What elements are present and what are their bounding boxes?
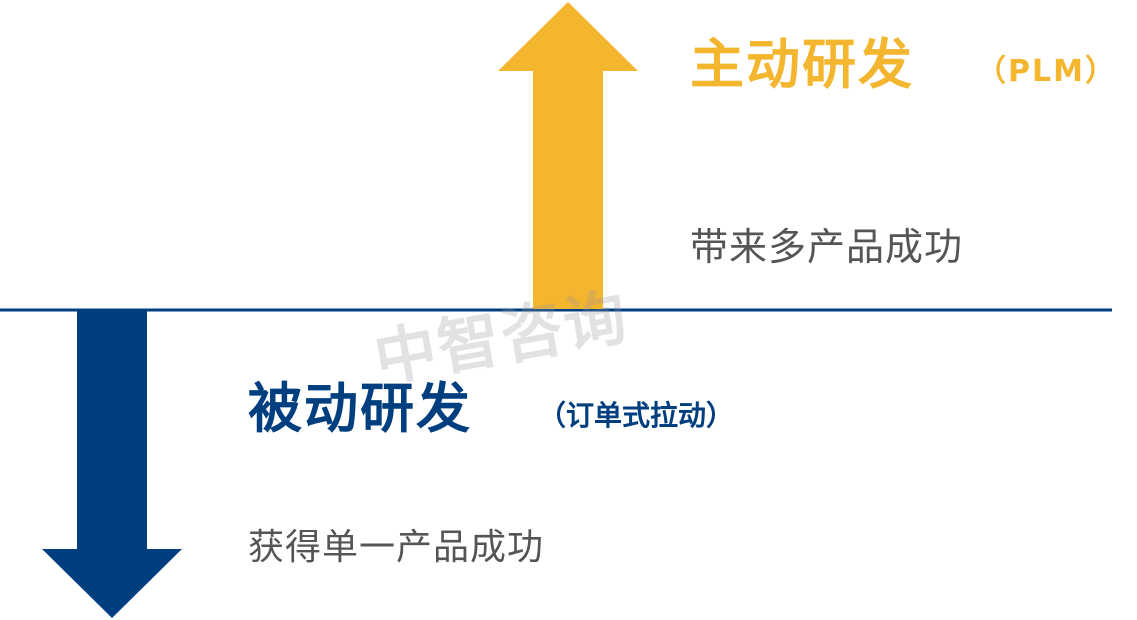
passive-rd-suffix: （订单式拉动） <box>538 399 735 432</box>
active-rd-title: 主动研发 <box>690 33 914 96</box>
passive-rd-subtitle: 获得单一产品成功 <box>248 527 545 568</box>
passive-rd-title: 被动研发 <box>248 377 472 440</box>
active-rd-subtitle: 带来多产品成功 <box>690 225 964 269</box>
active-rd-suffix: （PLM） <box>976 54 1117 89</box>
up-arrow-icon <box>498 2 638 309</box>
down-arrow-icon <box>42 311 182 618</box>
